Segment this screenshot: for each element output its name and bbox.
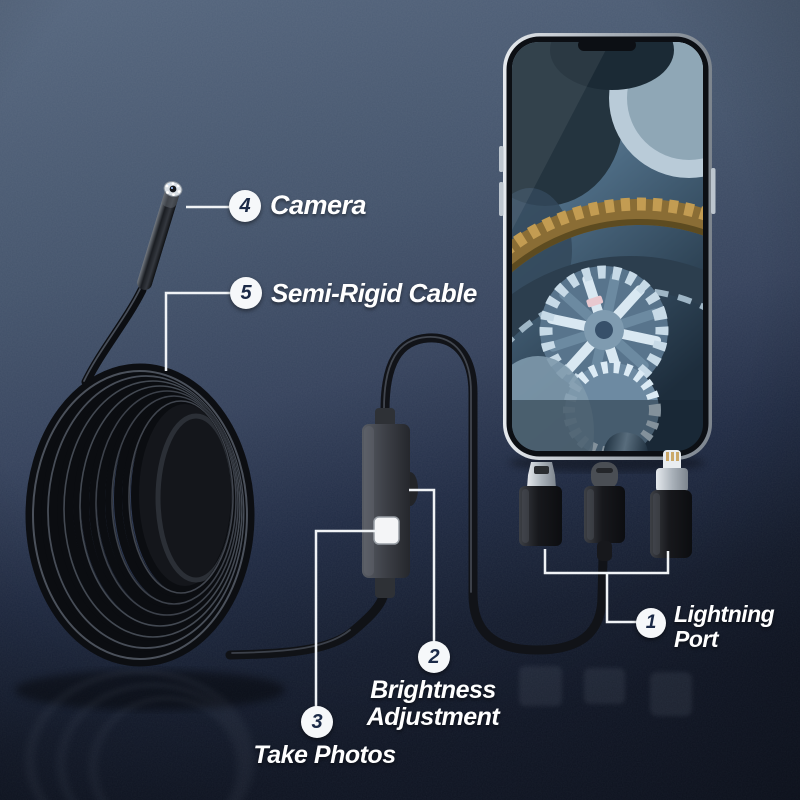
phone-screen xyxy=(512,42,703,451)
gears-photo xyxy=(512,42,703,451)
callout-label-line2: Port xyxy=(674,625,719,652)
camera-lens xyxy=(163,181,183,197)
leader-lines xyxy=(164,205,670,707)
callout-label-line2: Adjustment xyxy=(366,703,500,731)
callout-label-text: Take Photos xyxy=(253,741,396,769)
callout-label-take-photos: Take Photos xyxy=(252,742,397,769)
micro-usb-connector xyxy=(519,462,562,546)
photo-button xyxy=(373,516,400,545)
callout-label-semi-rigid-cable: Semi-Rigid Cable xyxy=(271,279,477,307)
connector-reflections xyxy=(519,666,692,716)
callout-label-line1: Lightning xyxy=(674,601,775,627)
smartphone xyxy=(499,33,716,472)
phone-volume-button xyxy=(499,182,504,216)
controller-unit xyxy=(362,408,418,598)
callout-badge-semi-rigid-cable: 5 xyxy=(230,277,262,309)
coiled-cable xyxy=(15,363,285,800)
callout-label-brightness-adjustment: Brightness Adjustment xyxy=(352,677,514,731)
callout-label-lightning-port: Lightning Port xyxy=(674,601,775,652)
lightning-connector xyxy=(650,450,692,558)
callout-badge-take-photos: 3 xyxy=(301,706,333,738)
callout-badge-camera: 4 xyxy=(229,190,261,222)
phone-power-button xyxy=(711,168,716,214)
coil-reflection xyxy=(25,669,255,800)
camera-probe xyxy=(137,181,183,290)
phone-notch xyxy=(578,39,636,51)
usb-c-connector xyxy=(584,462,625,561)
connection-cable xyxy=(225,333,608,660)
callout-badge-brightness-adjustment: 2 xyxy=(418,641,450,673)
semi-rigid-cable xyxy=(81,285,147,387)
callout-label-line1: Brightness xyxy=(370,676,496,704)
phone-volume-button xyxy=(499,146,504,172)
callout-badge-lightning-port: 1 xyxy=(636,608,666,638)
callout-label-text: Semi-Rigid Cable xyxy=(271,278,477,308)
callout-label-text: Camera xyxy=(270,190,367,220)
callout-label-camera: Camera xyxy=(270,190,367,220)
